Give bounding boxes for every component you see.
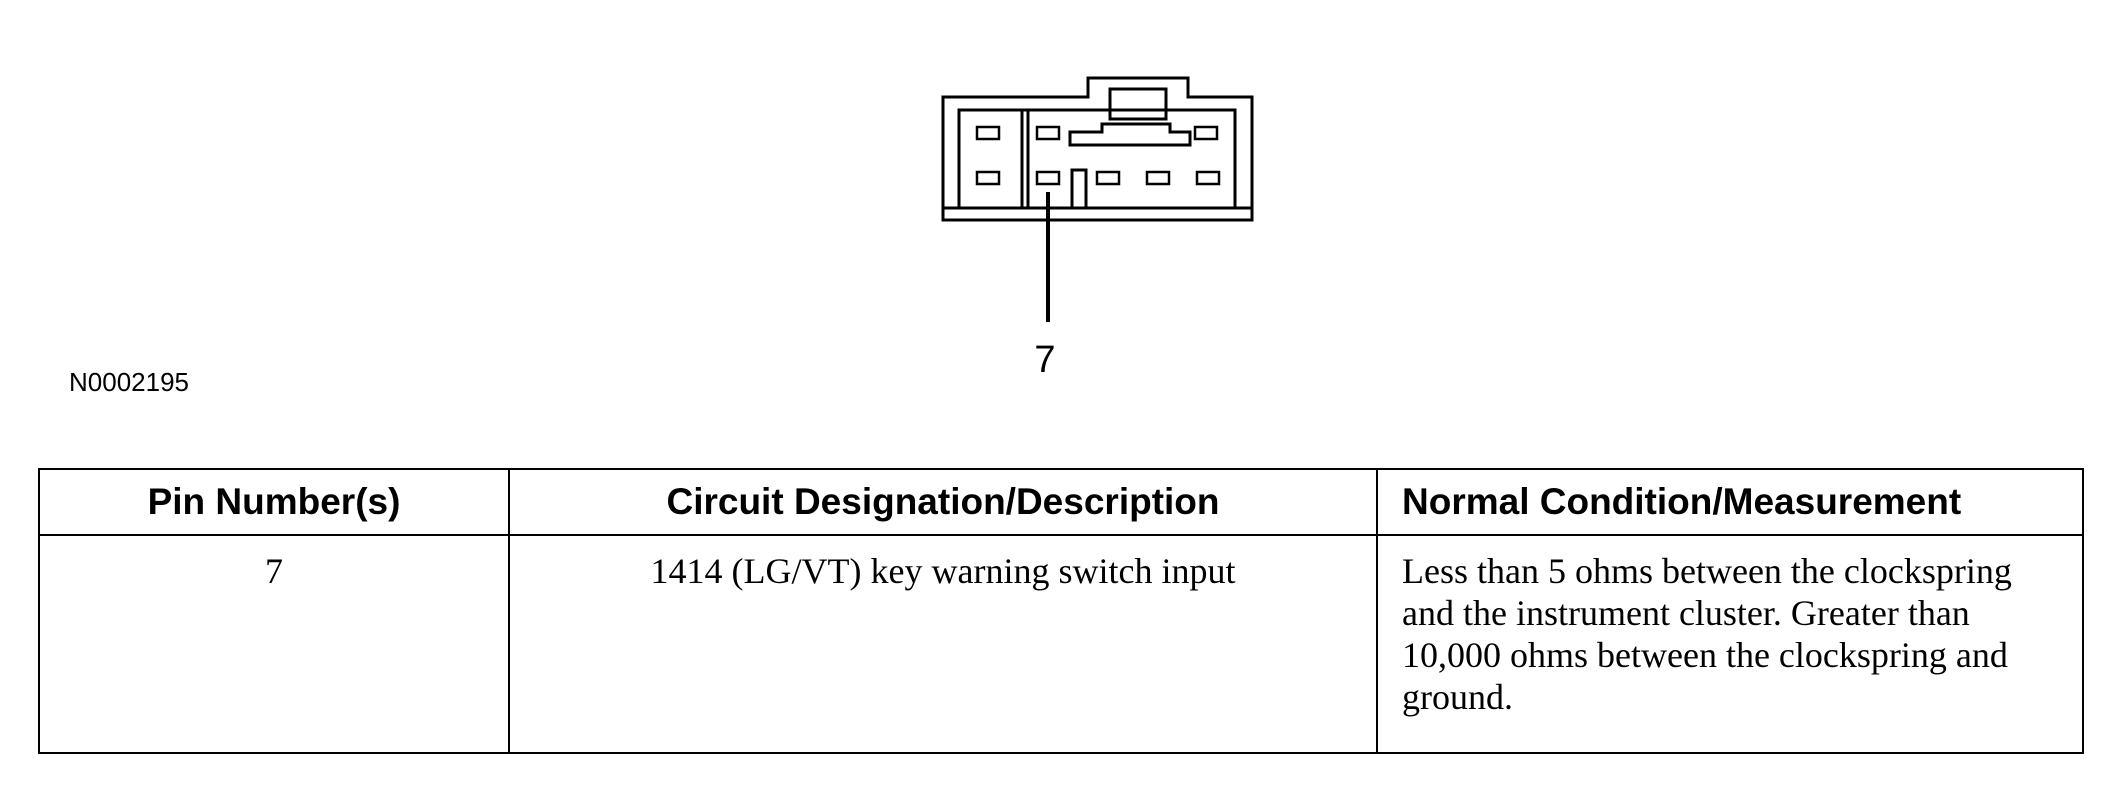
terminal-cavity-pin-7	[1035, 170, 1061, 186]
connector-inner-frame	[957, 108, 1237, 210]
connector-key-slot	[1070, 168, 1088, 210]
connector-center-rib	[1068, 122, 1192, 147]
table-row: 7 1414 (LG/VT) key warning switch input …	[38, 534, 2084, 754]
terminal-cavity	[1195, 170, 1221, 186]
terminal-cavity	[1193, 125, 1219, 141]
terminal-cavity	[1145, 170, 1171, 186]
connector-latch-window	[1108, 87, 1168, 121]
cell-circuit: 1414 (LG/VT) key warning switch input	[508, 534, 1378, 754]
pin-table: Pin Number(s) Circuit Designation/Descri…	[38, 468, 2084, 754]
figure-id: N0002195	[69, 367, 189, 397]
table-header-row: Pin Number(s) Circuit Designation/Descri…	[38, 468, 2084, 536]
header-circuit: Circuit Designation/Description	[508, 468, 1378, 536]
connector-face-diagram	[941, 76, 1254, 322]
cell-measurement: Less than 5 ohms between the clockspring…	[1376, 534, 2084, 754]
terminal-cavity	[1095, 170, 1121, 186]
cell-pin-number: 7	[38, 534, 510, 754]
terminal-cavity	[1035, 125, 1061, 141]
pin-callout-label: 7	[1034, 339, 1056, 381]
header-measurement: Normal Condition/Measurement	[1376, 468, 2084, 536]
connector-outline	[941, 76, 1254, 222]
header-pin-number: Pin Number(s)	[38, 468, 510, 536]
terminal-cavity	[975, 125, 1001, 141]
terminal-cavity	[975, 170, 1001, 186]
